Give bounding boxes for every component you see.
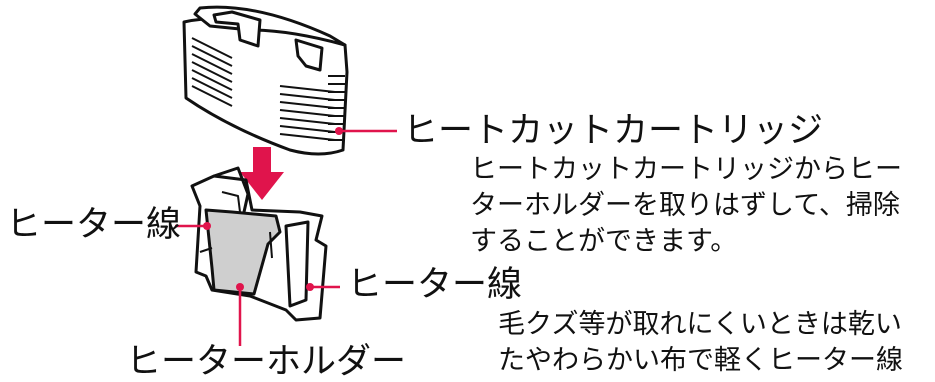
removal-note-line: ヒートカットカートリッジからヒー [470, 154, 902, 185]
heater-holder [190, 166, 328, 322]
heater-wire-left-label: ヒーター線 [6, 205, 182, 245]
heater-holder-label: ヒーターホルダー [126, 342, 407, 382]
removal-note-line: ターホルダーを取りはずして、掃除 [470, 190, 900, 221]
removal-note: ヒートカットカートリッジからヒー ターホルダーを取りはずして、掃除 することがで… [470, 152, 902, 260]
leader-lines [175, 127, 397, 346]
cleaning-note: 毛クズ等が取れにくいときは乾い たやわらかい布で軽くヒーター線 [498, 307, 903, 379]
heat-cut-cartridge [182, 5, 349, 156]
cleaning-note-line: たやわらかい布で軽くヒーター線 [498, 345, 903, 376]
insert-direction-arrow [240, 147, 284, 200]
heater-wire-right-label: ヒーター線 [347, 265, 523, 305]
removal-note-line: することができます。 [470, 226, 738, 257]
cleaning-note-line: 毛クズ等が取れにくいときは乾い [498, 309, 902, 340]
cartridge-label: ヒートカットカートリッジ [403, 111, 824, 151]
